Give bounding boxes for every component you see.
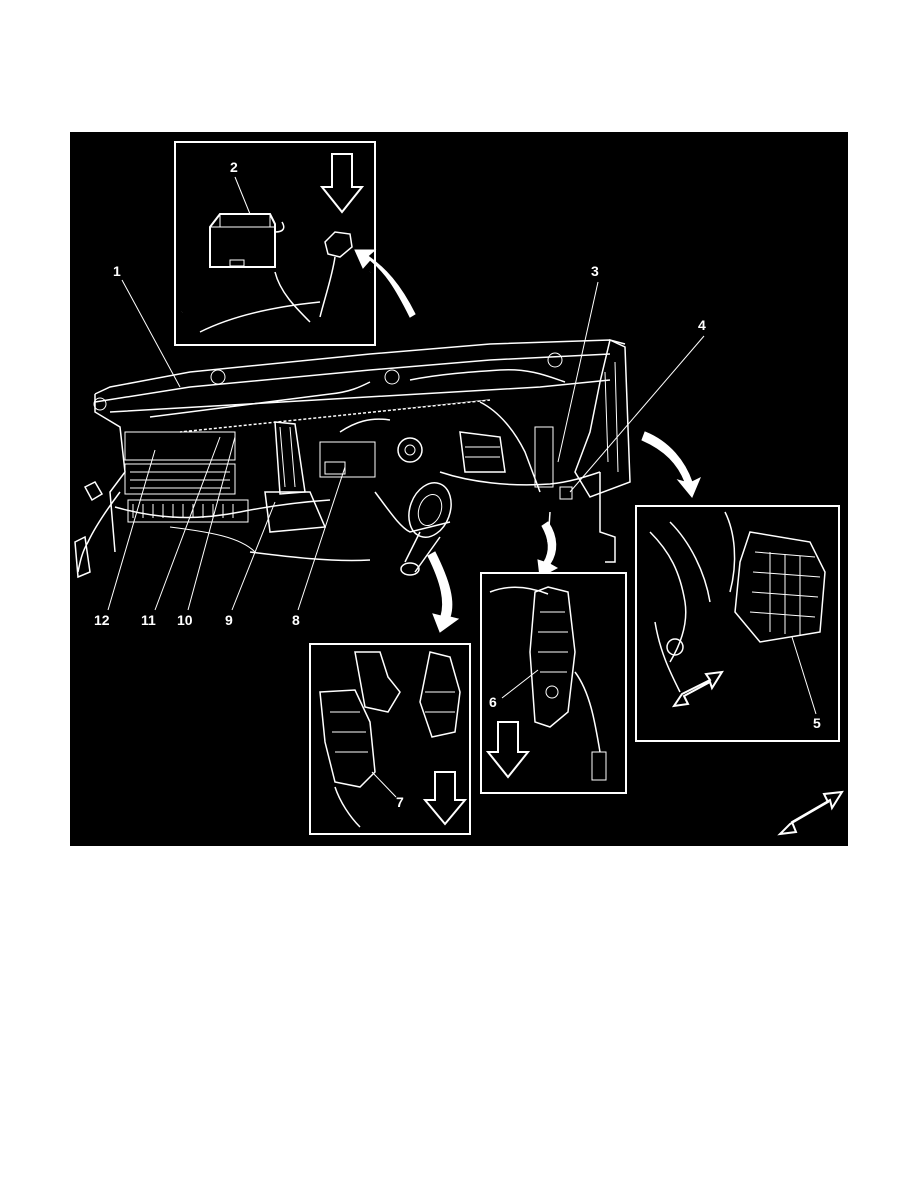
inset-connector-7: 7: [309, 643, 471, 835]
callout-3: 3: [591, 263, 599, 279]
instrument-panel-diagram: 2: [70, 132, 848, 846]
callout-6: 6: [489, 694, 497, 710]
instrument-panel: [74, 338, 631, 579]
inset-connector-6: 6: [480, 572, 627, 794]
inset-junction-block-5: 5: [635, 505, 840, 742]
inset-module-2: 2: [174, 141, 376, 346]
callout-1: 1: [113, 263, 121, 279]
diagram-svg: 2: [74, 141, 844, 836]
curved-arrow-icon: [641, 431, 701, 498]
main-callouts: 1 3 4 12 11 10 9 8: [94, 263, 706, 628]
callout-2: 2: [230, 159, 238, 175]
down-arrow-icon: [485, 721, 531, 779]
curved-arrow-icon: [537, 521, 559, 578]
direction-arrow-icon: [777, 790, 844, 836]
callout-9: 9: [225, 612, 233, 628]
callout-11: 11: [141, 612, 156, 628]
callout-7: 7: [396, 794, 404, 810]
callout-4: 4: [698, 317, 706, 333]
down-arrow-icon: [422, 771, 468, 826]
callout-10: 10: [177, 612, 193, 628]
callout-8: 8: [292, 612, 300, 628]
curved-arrow-icon: [427, 551, 460, 633]
direction-arrow-icon: [671, 670, 724, 708]
down-arrow-icon: [319, 153, 365, 214]
callout-5: 5: [813, 715, 821, 731]
callout-12: 12: [94, 612, 110, 628]
curved-arrow-icon: [354, 249, 416, 318]
